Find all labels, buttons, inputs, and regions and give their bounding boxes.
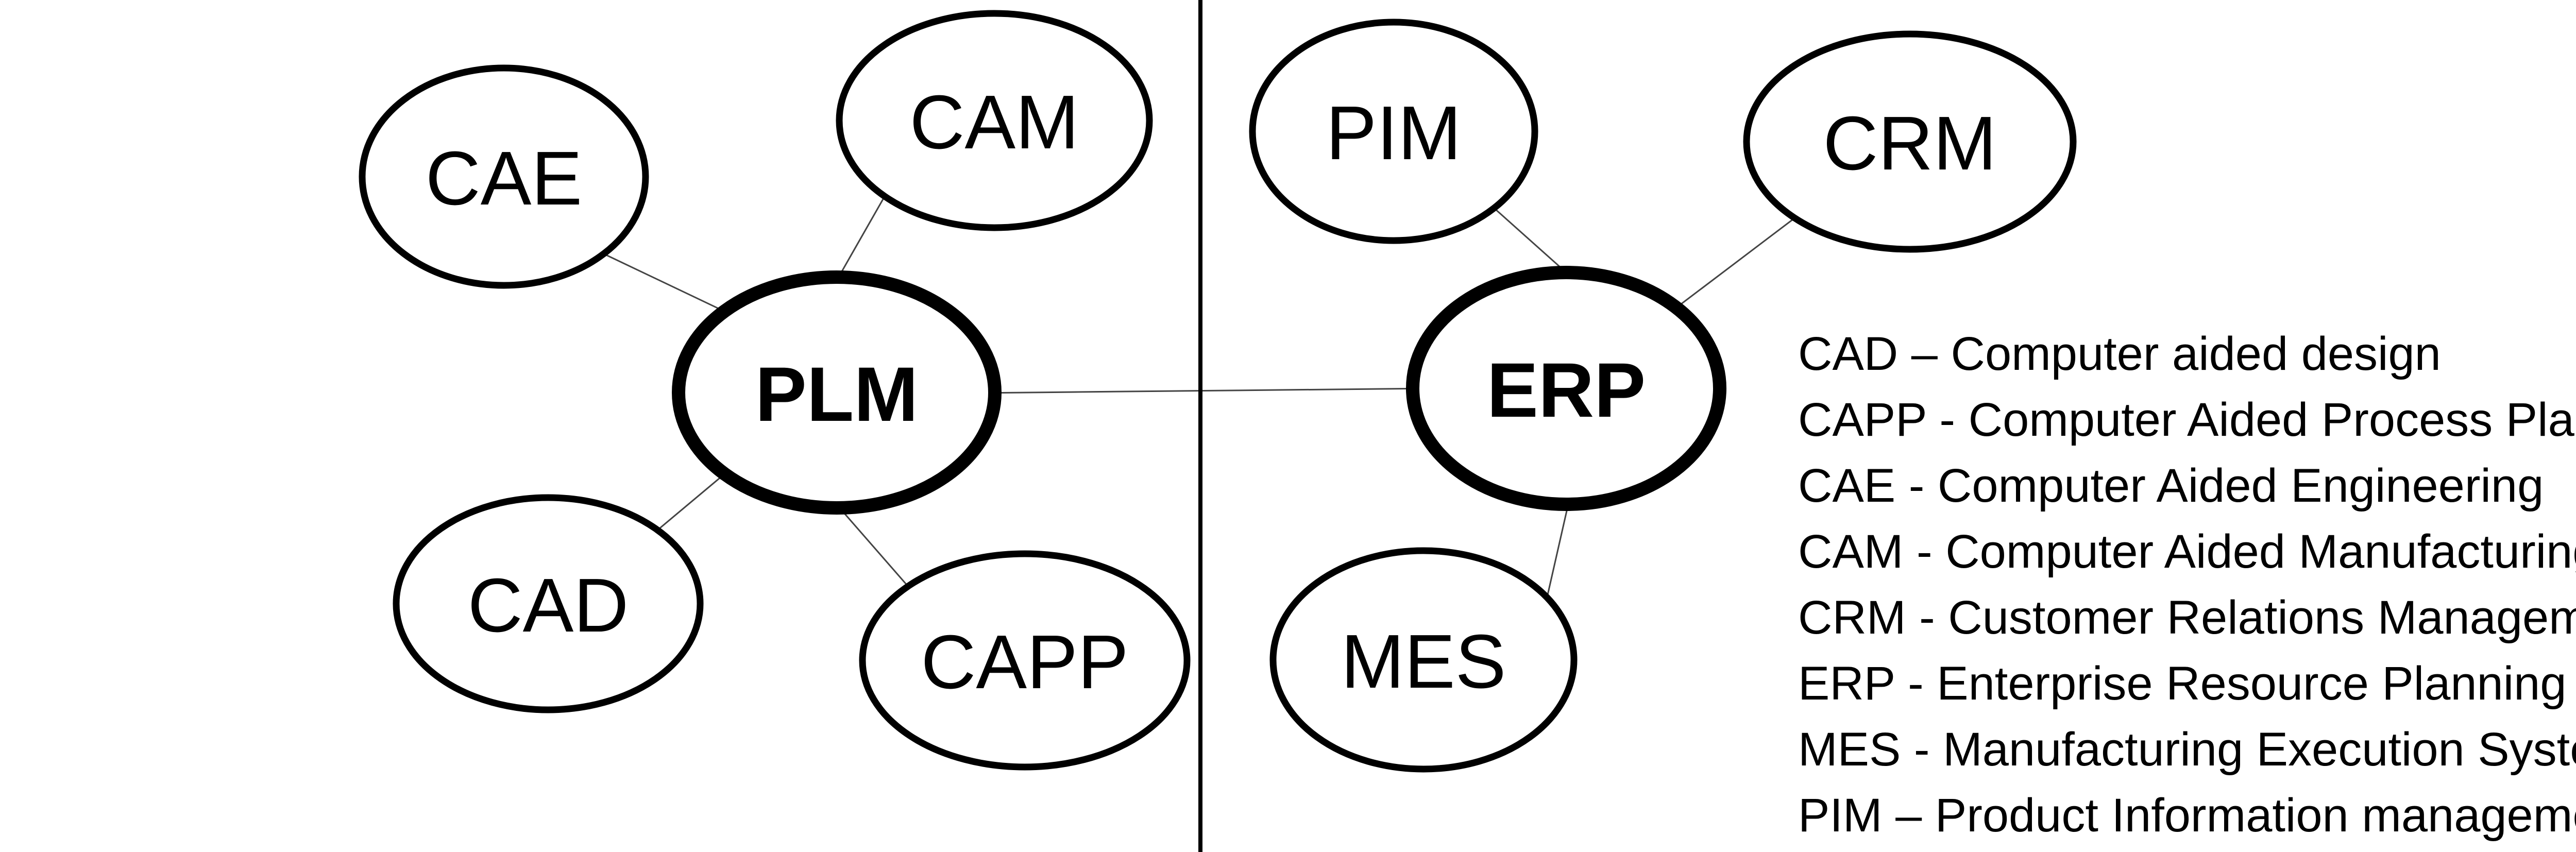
node-erp: ERP: [1406, 266, 1726, 511]
cam-ellipse: [836, 10, 1153, 231]
node-cam: CAM: [836, 10, 1153, 231]
pim-label: PIM: [1326, 91, 1461, 176]
node-cad: CAD: [393, 494, 704, 713]
node-plm: PLM: [672, 270, 1002, 515]
legend-item-pim: PIM – Product Information management: [1798, 789, 2576, 842]
crm-label: CRM: [1823, 101, 1996, 186]
cae-ellipse: [359, 64, 649, 289]
connector-plm-erp: [974, 387, 1434, 394]
pim-ellipse: [1249, 19, 1538, 244]
legend-item-cae: CAE - Computer Aided Engineering: [1798, 459, 2544, 512]
connector-plm-cae: [589, 246, 742, 320]
crm-ellipse: [1743, 30, 2077, 253]
plm-ellipse: [672, 270, 1002, 515]
node-mes: MES: [1269, 547, 1578, 773]
cad-ellipse: [393, 494, 704, 713]
cae-label: CAE: [426, 136, 582, 221]
mes-ellipse: [1269, 547, 1578, 773]
cam-label: CAM: [910, 80, 1079, 165]
legend-item-mes: MES - Manufacturing Execution System: [1798, 723, 2576, 776]
legend-item-capp: CAPP - Computer Aided Process Planning: [1798, 394, 2576, 446]
erp-ellipse: [1406, 266, 1726, 511]
node-crm: CRM: [1743, 30, 2077, 253]
erp-label: ERP: [1487, 347, 1646, 433]
capp-ellipse: [859, 550, 1191, 771]
cad-label: CAD: [468, 563, 629, 648]
node-capp: CAPP: [859, 550, 1191, 771]
capp-label: CAPP: [921, 620, 1128, 705]
legend: CAD – Computer aided design CAPP - Compu…: [1798, 321, 2576, 848]
legend-item-erp: ERP - Enterprise Resource Planning: [1798, 657, 2567, 710]
mes-label: MES: [1341, 619, 1506, 704]
node-pim: PIM: [1249, 19, 1538, 244]
legend-item-cam: CAM - Computer Aided Manufacturing: [1798, 525, 2576, 578]
plm-label: PLM: [755, 351, 919, 437]
node-cae: CAE: [359, 64, 649, 289]
legend-item-crm: CRM - Customer Relations Management: [1798, 591, 2576, 644]
legend-item-cad: CAD – Computer aided design: [1798, 328, 2441, 380]
connector-erp-crm: [1659, 207, 1808, 321]
